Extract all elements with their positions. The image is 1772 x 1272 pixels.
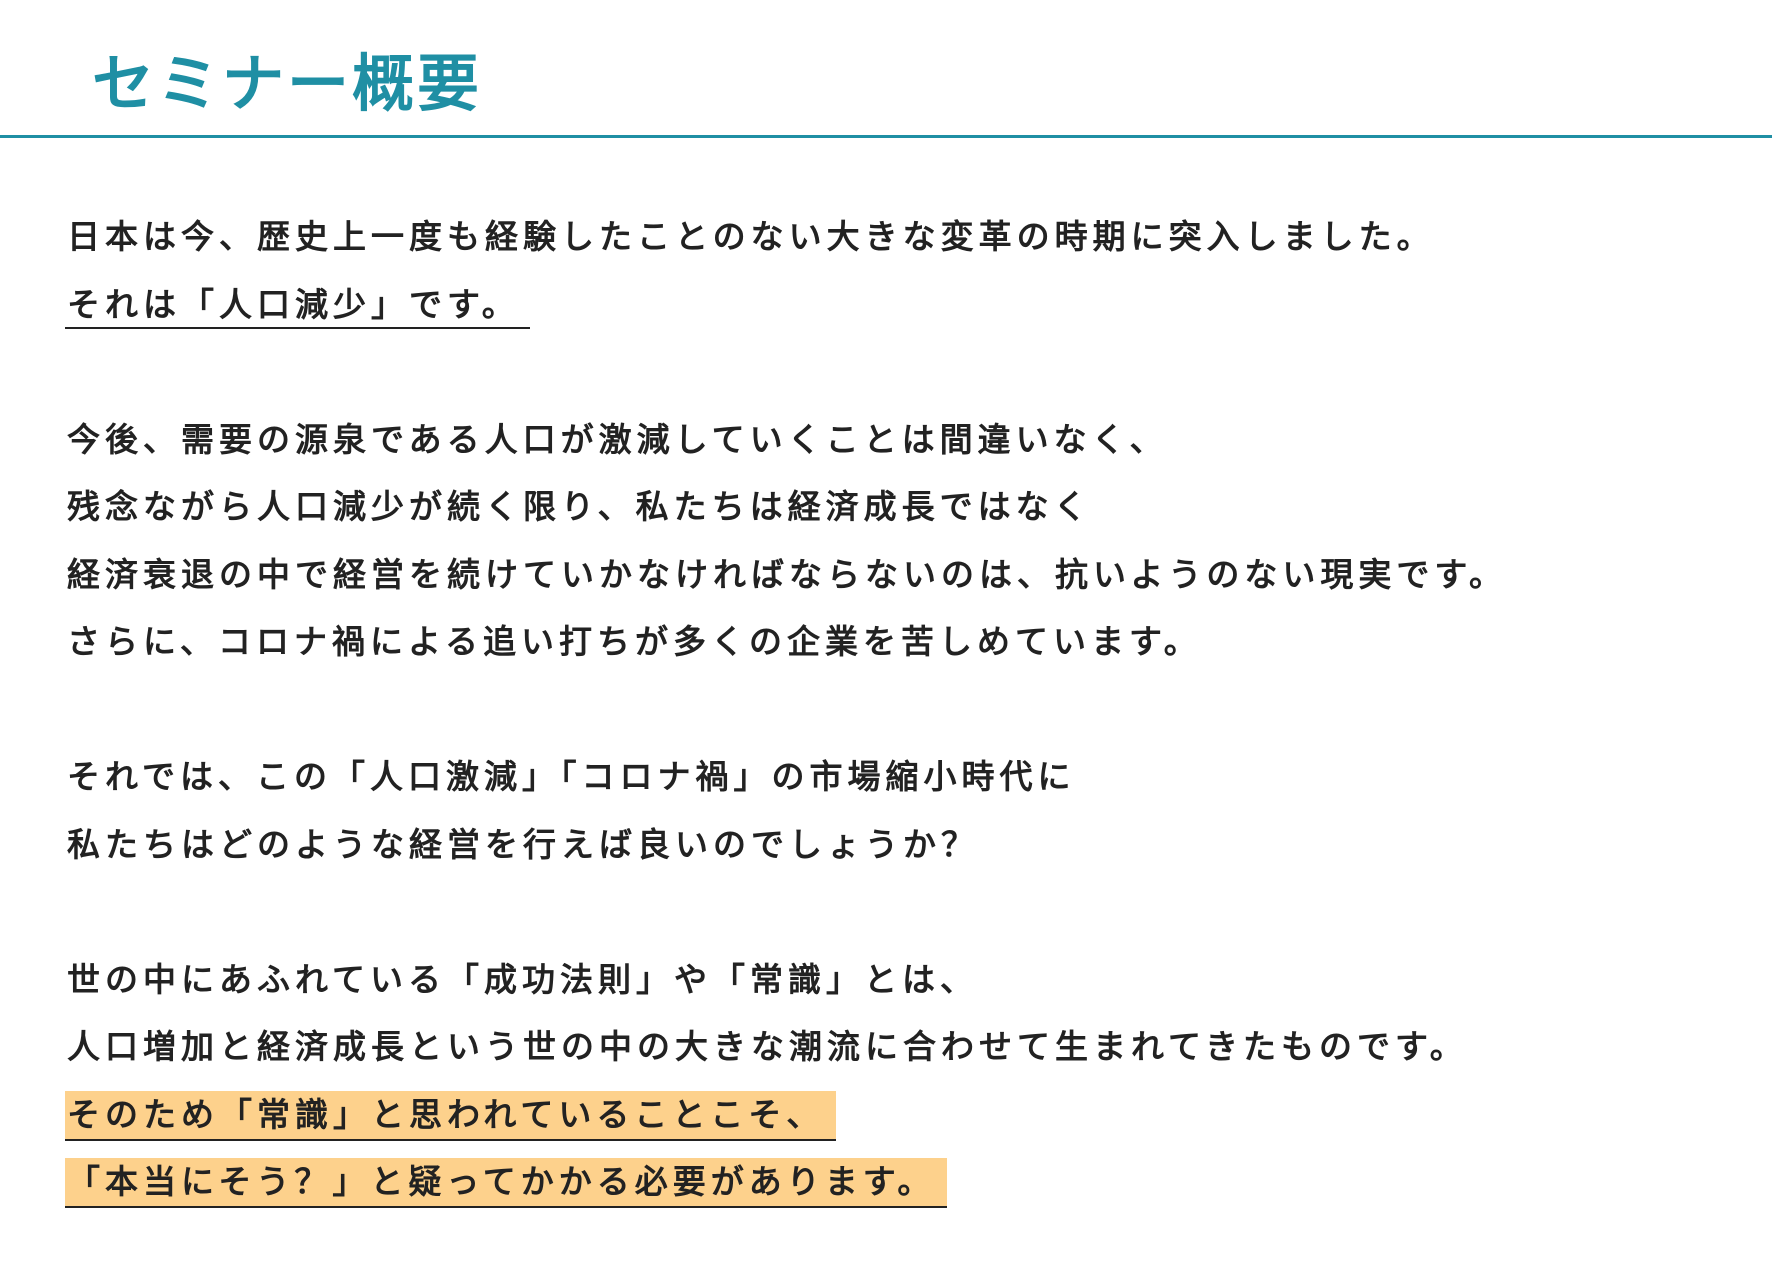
paragraph-gap: [67, 676, 1717, 744]
page-header: セミナー概要: [0, 0, 1772, 138]
text-line: 私たちはどのような経営を行えば良いのでしょうか？: [67, 824, 979, 864]
paragraph-question: それでは、この「人口激減」「コロナ禍」の市場縮小時代に 私たちはどのような経営を…: [67, 743, 1717, 878]
text-line: 人口増加と経済成長という世の中の大きな潮流に合わせて生まれてきたものです。: [67, 1027, 1468, 1066]
underlined-text: それは「人口減少」です。: [65, 283, 530, 329]
text-line: 日本は今、歴史上一度も経験したことのない大きな変革の時期に突入しました。: [67, 217, 1435, 256]
text-line: 世の中にあふれている「成功法則」や「常識」とは、: [67, 959, 979, 999]
text-line-emphasis: 「本当にそう？」と疑ってかかる必要があります。: [65, 1148, 1717, 1216]
paragraph-gap: [67, 338, 1717, 406]
text-line: さらに、コロナ禍による追い打ちが多くの企業を苦しめています。: [67, 622, 1202, 661]
paragraph-gap: [67, 878, 1717, 946]
paragraph-intro: 日本は今、歴史上一度も経験したことのない大きな変革の時期に突入しました。 それは…: [65, 203, 1717, 339]
highlighted-text: 「本当にそう？」と疑ってかかる必要があります。: [65, 1158, 948, 1208]
page-title: セミナー概要: [92, 47, 483, 120]
paragraph-background: 今後、需要の源泉である人口が激減していくことは間違いなく、 残念ながら人口減少が…: [67, 406, 1717, 676]
text-line: 今後、需要の源泉である人口が激減していくことは間違いなく、: [67, 419, 1168, 459]
text-line: 残念ながら人口減少が続く限り、私たちは経済成長ではなく: [67, 487, 1092, 526]
text-line-emphasis: そのため「常識」と思われていることこそ、: [65, 1081, 1717, 1149]
text-line: それでは、この「人口激減」「コロナ禍」の市場縮小時代に: [67, 757, 1076, 796]
paragraph-conclusion: 世の中にあふれている「成功法則」や「常識」とは、 人口増加と経済成長という世の中…: [65, 946, 1717, 1216]
seminar-overview-text: 日本は今、歴史上一度も経験したことのない大きな変革の時期に突入しました。 それは…: [65, 203, 1717, 1216]
text-line-emphasis: それは「人口減少」です。: [65, 271, 1717, 339]
highlighted-text: そのため「常識」と思われていることこそ、: [65, 1090, 837, 1141]
text-line: 経済衰退の中で経営を続けていかなければならないのは、抗いようのない現実です。: [67, 554, 1508, 594]
